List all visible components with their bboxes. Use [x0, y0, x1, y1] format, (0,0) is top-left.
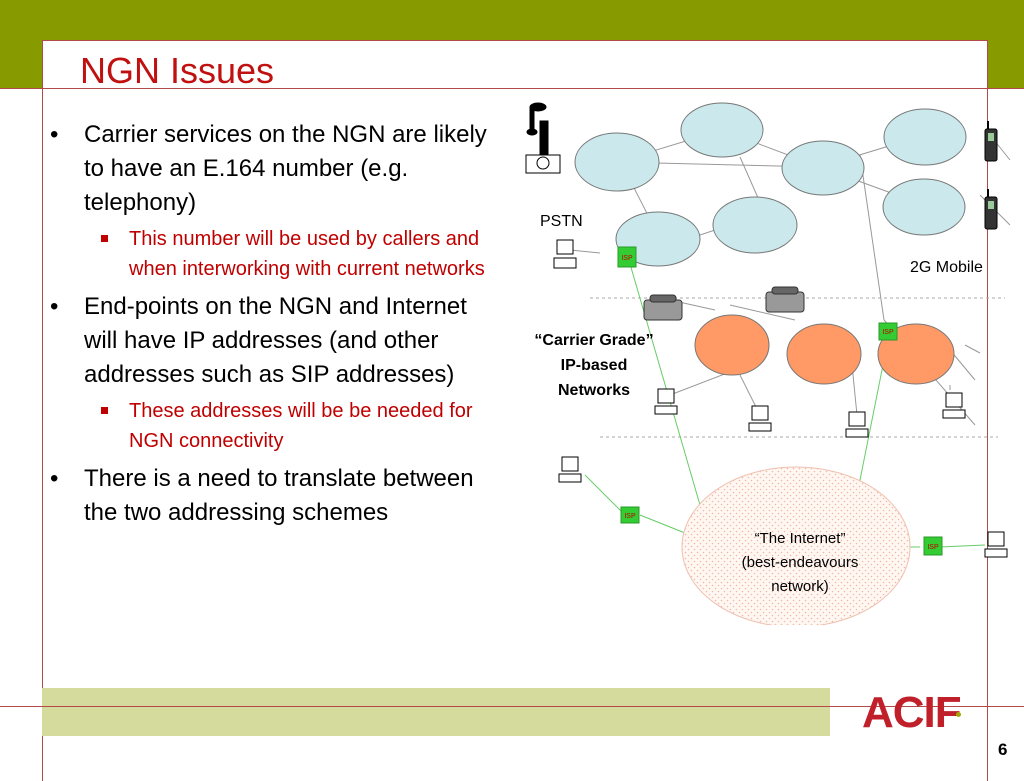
- bullet-item: •There is a need to translate between th…: [50, 465, 474, 526]
- mobile-label: 2G Mobile: [910, 259, 983, 276]
- computer-icon: [553, 239, 577, 269]
- footer-band: [42, 688, 830, 736]
- desk-phone-icon: [643, 294, 683, 321]
- carrier-label: Networks: [558, 382, 630, 399]
- desk-phone-icon: [765, 286, 805, 313]
- computer-icon: [558, 456, 582, 483]
- svg-text:ISP: ISP: [927, 544, 939, 551]
- mobile-phone-icon: [984, 121, 998, 162]
- rotary-telephone-icon: [525, 102, 561, 174]
- isp-box: ISP: [923, 536, 943, 556]
- pstn-label: PSTN: [540, 213, 583, 230]
- isp-box: ISP: [878, 322, 898, 341]
- logo-dot: [956, 712, 961, 717]
- header-divider: [0, 88, 1024, 89]
- isp-box: ISP: [620, 506, 640, 524]
- bullet-text: Carrier services on the NGN are likely t…: [84, 121, 487, 216]
- carrier-grade-clouds: [694, 314, 955, 385]
- footer-divider: [0, 706, 1024, 707]
- bullet-text: There is a need to translate between the…: [84, 465, 474, 526]
- acif-logo: ACIF: [862, 688, 962, 737]
- bullet-item: •Carrier services on the NGN are likely …: [50, 121, 487, 216]
- computer-icon: [942, 392, 966, 419]
- computer-icon: [654, 388, 678, 415]
- bullet-list: •Carrier services on the NGN are likely …: [46, 118, 496, 534]
- isp-box: ISP: [617, 246, 637, 268]
- pstn-clouds: [574, 102, 967, 267]
- network-diagram: ISP ISP ISP ISP: [525, 102, 1011, 625]
- svg-text:ISP: ISP: [621, 255, 633, 262]
- mobile-phone-icon: [984, 189, 998, 230]
- carrier-label: “Carrier Grade”: [534, 332, 653, 349]
- bullet-text: End-points on the NGN and Internet will …: [84, 293, 467, 388]
- sub-bullet-item: These addresses will be be needed for NG…: [46, 396, 496, 456]
- carrier-label: IP-based: [561, 357, 628, 374]
- computer-icon: [748, 405, 772, 432]
- sub-bullet-item: This number will be used by callers and …: [46, 224, 496, 284]
- slide-title: NGN Issues: [80, 50, 275, 91]
- internet-label: network): [771, 578, 829, 595]
- internet-cloud: [681, 466, 911, 625]
- internet-label: “The Internet”: [755, 530, 846, 547]
- sub-bullet-text: This number will be used by callers and …: [129, 228, 485, 280]
- page-number: 6: [998, 740, 1008, 759]
- computer-icon: [984, 531, 1008, 558]
- svg-text:ISP: ISP: [882, 329, 894, 336]
- internet-label: (best-endeavours: [742, 554, 859, 571]
- svg-text:ISP: ISP: [624, 513, 636, 520]
- sub-bullet-text: These addresses will be be needed for NG…: [129, 400, 473, 452]
- bullet-item: •End-points on the NGN and Internet will…: [50, 293, 467, 388]
- computer-icon: [845, 411, 869, 438]
